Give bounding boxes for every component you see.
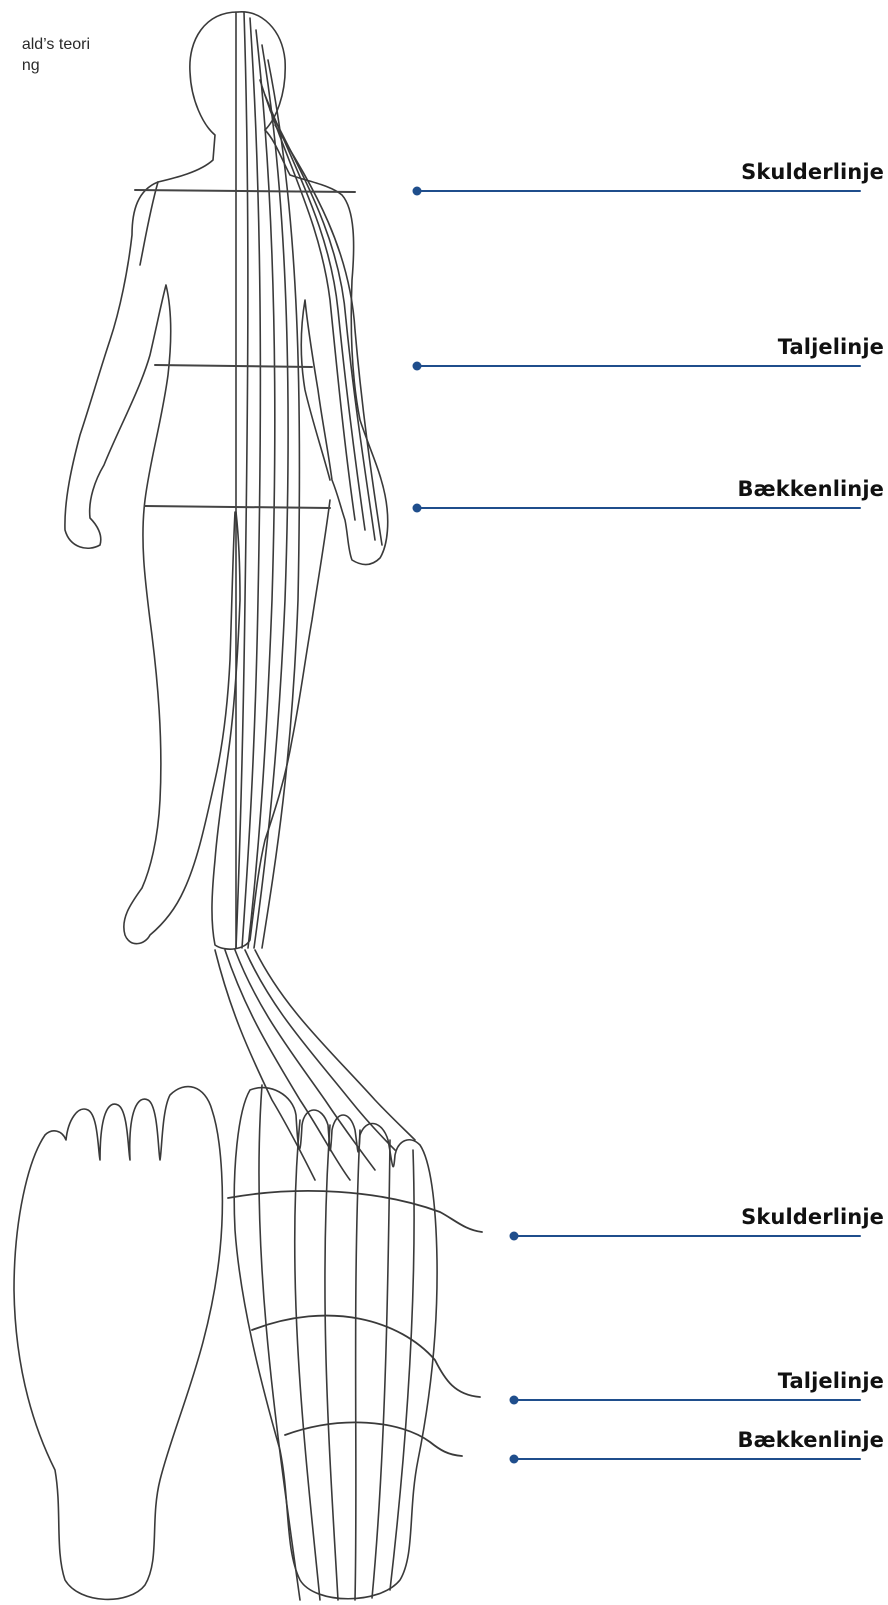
label-body-pelvis-line: Bækkenlinje <box>738 477 884 501</box>
body-outline <box>65 12 388 949</box>
label-body-waist-line: Taljelinje <box>778 335 884 359</box>
zone-lines-foot <box>259 1085 414 1600</box>
body-horizontal-lines <box>135 190 355 508</box>
leader-dots <box>413 187 519 1464</box>
left-foot-outline <box>14 1087 222 1600</box>
right-foot-outline <box>234 1088 437 1599</box>
label-foot-pelvis-line: Bækkenlinje <box>738 1428 884 1452</box>
label-body-shoulder-line: Skulderlinje <box>741 160 884 184</box>
leader-lines <box>417 191 860 1459</box>
label-foot-waist-line: Taljelinje <box>778 1369 884 1393</box>
label-foot-shoulder-line: Skulderlinje <box>741 1205 884 1229</box>
